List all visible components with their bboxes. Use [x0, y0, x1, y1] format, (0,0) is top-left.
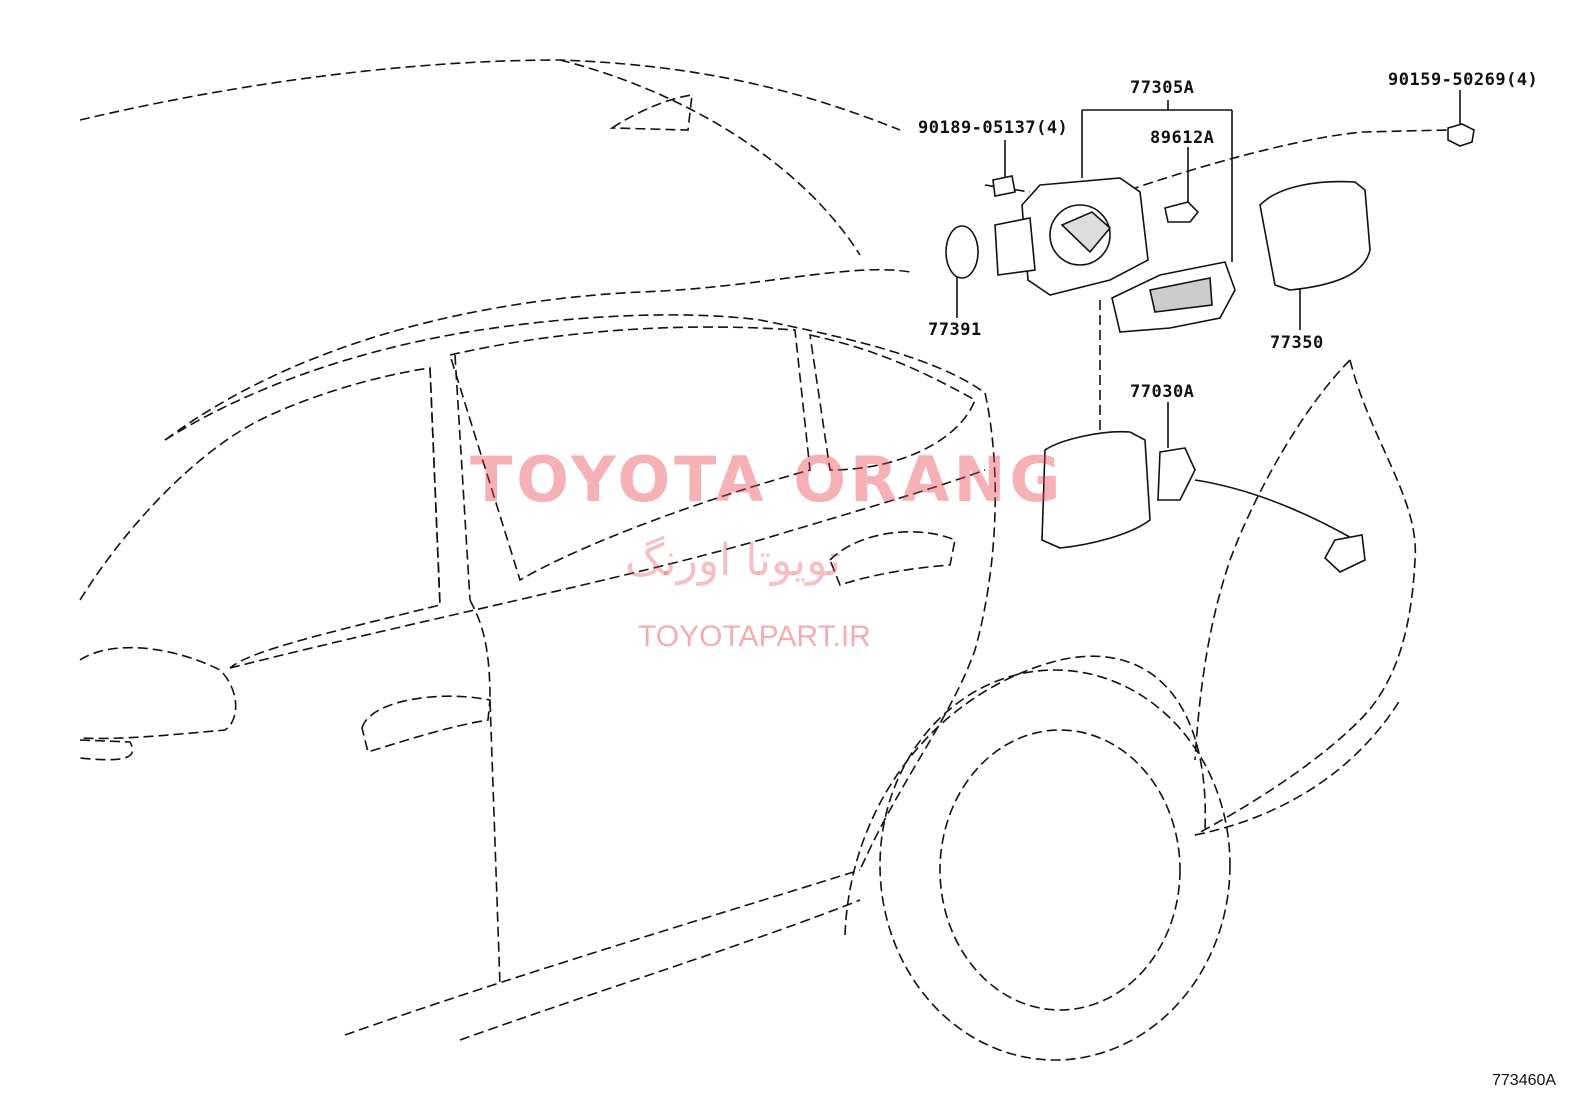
label-89612A: 89612A — [1150, 128, 1215, 148]
label-77030A: 77030A — [1130, 382, 1195, 402]
wheel-arch — [844, 655, 1207, 936]
label-77350: 77350 — [1270, 333, 1324, 353]
opener-cable — [1194, 479, 1356, 541]
quarter-panel-rear-edge — [859, 392, 997, 871]
watermark-persian: تویوتا اورنگ — [625, 535, 841, 586]
b-pillar — [429, 354, 471, 606]
side-character-line — [229, 469, 986, 669]
mirror-base — [79, 739, 134, 761]
watermark-brand: TOYOTA ORANG — [470, 443, 1065, 516]
housing-inner-detail — [1060, 211, 1112, 254]
opener-actuator — [1157, 447, 1196, 501]
side-mirror — [79, 646, 237, 740]
quarter-door-handle — [829, 531, 956, 586]
roof-line — [79, 59, 901, 131]
rocker-line — [344, 869, 861, 1036]
leader-77305A — [1081, 100, 1233, 262]
body-upper-line — [164, 268, 911, 441]
rear-door-window — [79, 367, 441, 669]
fuel-lid-installed — [1041, 430, 1151, 549]
fuel-lid — [1259, 180, 1371, 291]
sensor — [1164, 201, 1200, 223]
c-pillar-outer — [164, 314, 986, 441]
quarter-window — [448, 326, 811, 582]
cable-end — [1323, 534, 1366, 573]
label-90189: 90189-05137(4) — [918, 118, 1069, 138]
housing-boot — [994, 217, 1036, 276]
rear-window-edge — [559, 59, 861, 256]
lock-detail — [1149, 277, 1213, 313]
rear-quarter-top — [1194, 359, 1351, 761]
rocker-lower — [459, 899, 861, 1041]
rear-door-handle — [361, 695, 491, 754]
rear-door — [469, 599, 501, 986]
bumper-lower — [1194, 699, 1401, 836]
wheel-inner — [939, 729, 1181, 1011]
screw-dashline — [1114, 129, 1449, 196]
label-77305A: 77305A — [1130, 78, 1195, 98]
label-90159: 90159-50269(4) — [1388, 70, 1539, 90]
antenna — [609, 94, 693, 131]
gasket-ring — [945, 225, 979, 279]
screw — [1447, 123, 1475, 147]
wheel-outer — [879, 669, 1231, 1061]
quarter-glass — [809, 333, 976, 471]
clip — [992, 175, 1016, 197]
label-77391: 77391 — [928, 320, 982, 340]
rear-bumper — [1194, 359, 1417, 836]
figure-id: 773460A — [1492, 1072, 1557, 1089]
watermark-url: TOYOTAPART.IR — [638, 620, 871, 653]
